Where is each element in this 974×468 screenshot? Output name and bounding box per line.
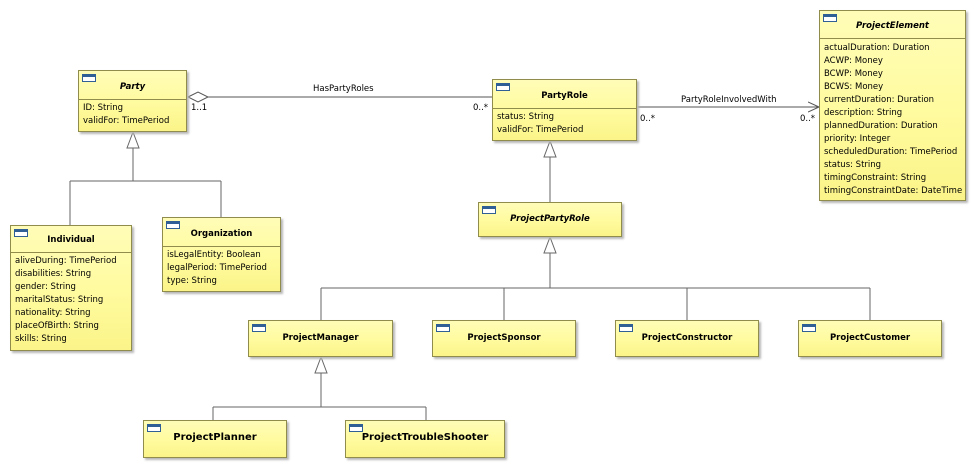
- attribute: scheduledDuration: TimePeriod: [824, 147, 958, 157]
- generalization-arrow-party-role: [543, 139, 557, 158]
- generalization-project-manager: [212, 355, 427, 420]
- class-name: Party: [119, 82, 146, 92]
- generalization-arrow-project-manager: [314, 355, 328, 374]
- attribute: currentDuration: Duration: [824, 95, 935, 105]
- class-name: ProjectElement: [855, 21, 929, 31]
- attribute: plannedDuration: Duration: [824, 121, 938, 131]
- has-party-roles-label: HasPartyRoles: [313, 84, 374, 94]
- generalization-project-party-role: [320, 235, 871, 320]
- attribute: actualDuration: Duration: [824, 43, 930, 53]
- party-role-involved-with-source-multiplicity: 0..*: [640, 114, 656, 124]
- class-icon: [619, 324, 633, 332]
- class-icon: [147, 424, 161, 432]
- attribute: maritalStatus: String: [15, 295, 104, 305]
- class-name: PartyRole: [541, 91, 588, 101]
- attribute: placeOfBirth: String: [15, 321, 99, 331]
- attribute: BCWP: Money: [824, 69, 883, 79]
- class-icon: [802, 324, 816, 332]
- class-icon: [496, 83, 510, 91]
- compartment-divider: [79, 99, 186, 100]
- attribute: status: String: [824, 160, 882, 170]
- party-role-involved-with-label: PartyRoleInvolvedWith: [681, 95, 777, 105]
- has-party-roles-source-multiplicity: 1..1: [191, 103, 208, 113]
- has-party-roles-target-multiplicity: 0..*: [473, 103, 489, 113]
- class-organization[interactable]: Organization isLegalEntity: Boolean lega…: [162, 217, 281, 292]
- party-role-involved-with-target-multiplicity: 0..*: [800, 114, 816, 124]
- class-icon: [14, 229, 28, 237]
- association-has-party-roles: [186, 91, 492, 103]
- aggregation-diamond: [186, 91, 210, 103]
- class-icon: [166, 221, 180, 229]
- generalization-arrow-project-party-role: [543, 235, 557, 254]
- attribute: aliveDuring: TimePeriod: [15, 256, 117, 266]
- attribute: legalPeriod: TimePeriod: [167, 263, 267, 273]
- compartment-divider: [11, 252, 131, 253]
- class-name: ProjectCustomer: [829, 333, 911, 343]
- class-party[interactable]: Party ID: String validFor: TimePeriod: [78, 70, 187, 132]
- attribute: validFor: TimePeriod: [497, 125, 584, 135]
- attribute: ID: String: [83, 103, 123, 113]
- class-project-customer[interactable]: ProjectCustomer: [798, 320, 942, 357]
- class-project-element[interactable]: ProjectElement actualDuration: Duration …: [819, 10, 966, 201]
- class-name: ProjectPlanner: [173, 432, 257, 443]
- compartment-divider: [820, 38, 965, 39]
- attribute: priority: Integer: [824, 134, 891, 144]
- class-name: ProjectTroubleShooter: [361, 432, 489, 443]
- attribute: nationality: String: [15, 308, 91, 318]
- attribute: validFor: TimePeriod: [83, 116, 170, 126]
- attribute: skills: String: [15, 334, 67, 344]
- class-icon: [436, 324, 450, 332]
- class-project-sponsor[interactable]: ProjectSponsor: [432, 320, 576, 357]
- attribute: isLegalEntity: Boolean: [167, 250, 261, 260]
- class-name: Organization: [190, 229, 253, 239]
- class-icon: [252, 324, 266, 332]
- attribute: type: String: [167, 276, 217, 286]
- attribute: BCWS: Money: [824, 82, 884, 92]
- attribute: gender: String: [15, 282, 76, 292]
- attribute-list: ID: String validFor: TimePeriod: [83, 102, 184, 128]
- class-project-manager[interactable]: ProjectManager: [248, 320, 393, 357]
- class-icon: [82, 74, 96, 82]
- attribute: ACWP: Money: [824, 56, 883, 66]
- attribute: timingConstraint: String: [824, 173, 927, 183]
- class-party-role[interactable]: PartyRole status: String validFor: TimeP…: [492, 79, 637, 141]
- class-project-constructor[interactable]: ProjectConstructor: [615, 320, 759, 357]
- class-icon: [349, 424, 363, 432]
- compartment-divider: [163, 246, 280, 247]
- attribute-list: isLegalEntity: Boolean legalPeriod: Time…: [167, 249, 278, 288]
- attribute: timingConstraintDate: DateTime: [824, 186, 963, 196]
- class-name: ProjectManager: [282, 333, 359, 343]
- class-name: Individual: [47, 235, 95, 245]
- class-icon: [823, 14, 837, 22]
- class-name: ProjectConstructor: [641, 333, 733, 343]
- generalization-party-role: [543, 139, 557, 202]
- attribute-list: aliveDuring: TimePeriod disabilities: St…: [15, 255, 129, 346]
- class-project-party-role[interactable]: ProjectPartyRole: [478, 202, 622, 237]
- generalization-party: [69, 130, 222, 225]
- attribute-list: status: String validFor: TimePeriod: [497, 111, 634, 137]
- attribute: description: String: [824, 108, 903, 118]
- generalization-arrow-party: [126, 130, 140, 149]
- class-name: ProjectSponsor: [467, 333, 541, 343]
- class-individual[interactable]: Individual aliveDuring: TimePeriod disab…: [10, 225, 132, 351]
- class-project-planner[interactable]: ProjectPlanner: [143, 420, 287, 458]
- compartment-divider: [493, 108, 636, 109]
- attribute-list: actualDuration: Duration ACWP: Money BCW…: [824, 42, 963, 198]
- attribute: disabilities: String: [15, 269, 92, 279]
- attribute: status: String: [497, 112, 555, 122]
- class-project-trouble-shooter[interactable]: ProjectTroubleShooter: [345, 420, 505, 458]
- class-name: ProjectPartyRole: [510, 214, 590, 224]
- class-icon: [482, 206, 496, 214]
